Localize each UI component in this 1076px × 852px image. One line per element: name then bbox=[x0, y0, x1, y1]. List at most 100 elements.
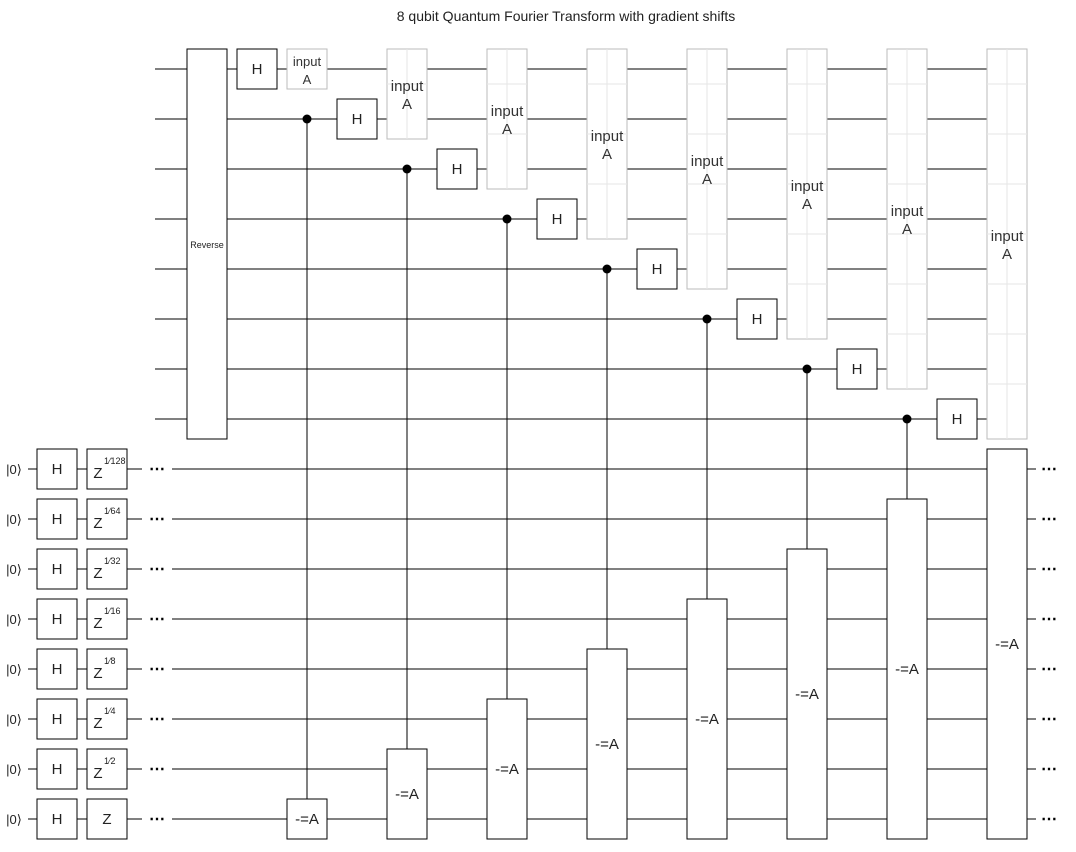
initial-state-label: |0⟩ bbox=[6, 512, 22, 527]
hadamard-prep-gate bbox=[36, 498, 78, 540]
subtract-a-gate-label: -=A bbox=[395, 786, 419, 803]
control-dot bbox=[302, 114, 312, 124]
input-a-label-bottom: A bbox=[602, 146, 612, 163]
ellipsis-right: ⋯ bbox=[1041, 811, 1057, 828]
hadamard-prep-gate bbox=[36, 548, 78, 590]
ellipsis-left: ⋯ bbox=[149, 811, 165, 828]
hadamard-gate bbox=[736, 298, 778, 340]
z-power-exponent: 1⁄2 bbox=[104, 756, 116, 766]
z-power-exponent: 1⁄64 bbox=[104, 506, 121, 516]
input-a-label-bottom: A bbox=[402, 96, 412, 113]
z-power-gate bbox=[86, 648, 128, 690]
ellipsis-left: ⋯ bbox=[149, 461, 165, 478]
subtract-a-gate bbox=[886, 498, 928, 840]
hadamard-gate-label: H bbox=[952, 411, 963, 428]
ellipsis-left: ⋯ bbox=[149, 661, 165, 678]
control-dot bbox=[402, 164, 412, 174]
ellipsis-left: ⋯ bbox=[149, 761, 165, 778]
subtract-a-gate bbox=[686, 598, 728, 840]
hadamard-prep-label: H bbox=[52, 461, 63, 478]
hadamard-gate-label: H bbox=[452, 161, 463, 178]
initial-state-label: |0⟩ bbox=[6, 462, 22, 477]
ellipsis-right: ⋯ bbox=[1041, 461, 1057, 478]
input-a-label-bottom: A bbox=[902, 221, 912, 238]
ellipsis-left: ⋯ bbox=[149, 711, 165, 728]
input-a-label-bottom: A bbox=[303, 72, 312, 87]
ellipsis-right: ⋯ bbox=[1041, 711, 1057, 728]
subtract-a-gate bbox=[386, 748, 428, 840]
z-power-gate bbox=[86, 548, 128, 590]
input-a-label-bottom: A bbox=[802, 196, 812, 213]
hadamard-prep-label: H bbox=[52, 661, 63, 678]
ellipsis-right: ⋯ bbox=[1041, 661, 1057, 678]
hadamard-gate-label: H bbox=[552, 211, 563, 228]
initial-state-label: |0⟩ bbox=[6, 812, 22, 827]
ellipsis-left: ⋯ bbox=[149, 511, 165, 528]
z-power-gate bbox=[86, 798, 128, 840]
hadamard-prep-gate bbox=[36, 598, 78, 640]
subtract-a-gate bbox=[786, 548, 828, 840]
ellipsis-right: ⋯ bbox=[1041, 611, 1057, 628]
subtract-a-gate bbox=[286, 798, 328, 840]
z-power-exponent: 1⁄16 bbox=[104, 606, 121, 616]
subtract-a-gate-label: -=A bbox=[995, 636, 1019, 653]
input-a-label-top: input bbox=[591, 128, 624, 145]
reverse-gate bbox=[186, 48, 228, 440]
hadamard-prep-gate bbox=[36, 798, 78, 840]
initial-state-label: |0⟩ bbox=[6, 762, 22, 777]
input-a-label-bottom: A bbox=[502, 121, 512, 138]
ellipsis-right: ⋯ bbox=[1041, 761, 1057, 778]
control-dot bbox=[802, 364, 812, 374]
subtract-a-gate bbox=[486, 698, 528, 840]
subtract-a-gate-label: -=A bbox=[295, 811, 319, 828]
input-a-label-top: input bbox=[791, 178, 824, 195]
initial-state-label: |0⟩ bbox=[6, 612, 22, 627]
hadamard-gate bbox=[836, 348, 878, 390]
input-a-gate bbox=[286, 48, 328, 90]
input-a-label-top: input bbox=[391, 78, 424, 95]
control-dot bbox=[502, 214, 512, 224]
hadamard-prep-label: H bbox=[52, 761, 63, 778]
diagram-title: 8 qubit Quantum Fourier Transform with g… bbox=[397, 8, 735, 24]
control-dot bbox=[602, 264, 612, 274]
z-power-gate bbox=[86, 748, 128, 790]
reverse-gate-label: Reverse bbox=[190, 240, 224, 250]
hadamard-prep-label: H bbox=[52, 711, 63, 728]
hadamard-prep-gate bbox=[36, 648, 78, 690]
hadamard-gate bbox=[936, 398, 978, 440]
hadamard-prep-gate bbox=[36, 748, 78, 790]
ellipsis-right: ⋯ bbox=[1041, 561, 1057, 578]
hadamard-gate-label: H bbox=[852, 361, 863, 378]
control-dot bbox=[902, 414, 912, 424]
subtract-a-gate-label: -=A bbox=[795, 686, 819, 703]
control-dot bbox=[702, 314, 712, 324]
subtract-a-gate bbox=[986, 448, 1028, 840]
initial-state-label: |0⟩ bbox=[6, 562, 22, 577]
z-power-exponent: 1⁄32 bbox=[104, 556, 121, 566]
subtract-a-gate bbox=[586, 648, 628, 840]
hadamard-prep-label: H bbox=[52, 561, 63, 578]
z-power-gate bbox=[86, 448, 128, 490]
wires bbox=[28, 68, 1036, 820]
hadamard-prep-label: H bbox=[52, 811, 63, 828]
hadamard-gate-label: H bbox=[752, 311, 763, 328]
subtract-a-gate-label: -=A bbox=[495, 761, 519, 778]
hadamard-gate bbox=[636, 248, 678, 290]
z-power-base: Z bbox=[93, 665, 102, 682]
z-power-exponent: 1⁄8 bbox=[104, 656, 116, 666]
z-power-gate bbox=[86, 698, 128, 740]
input-a-label-bottom: A bbox=[1002, 246, 1012, 263]
hadamard-gate-label: H bbox=[352, 111, 363, 128]
ellipsis-right: ⋯ bbox=[1041, 511, 1057, 528]
hadamard-prep-gate bbox=[36, 448, 78, 490]
z-gate-label: Z bbox=[102, 811, 111, 828]
hadamard-gate bbox=[436, 148, 478, 190]
hadamard-gate-label: H bbox=[652, 261, 663, 278]
hadamard-prep-gate bbox=[36, 698, 78, 740]
z-power-base: Z bbox=[93, 565, 102, 582]
subtract-a-gate-label: -=A bbox=[695, 711, 719, 728]
hadamard-gate bbox=[236, 48, 278, 90]
z-power-exponent: 1⁄128 bbox=[104, 456, 126, 466]
